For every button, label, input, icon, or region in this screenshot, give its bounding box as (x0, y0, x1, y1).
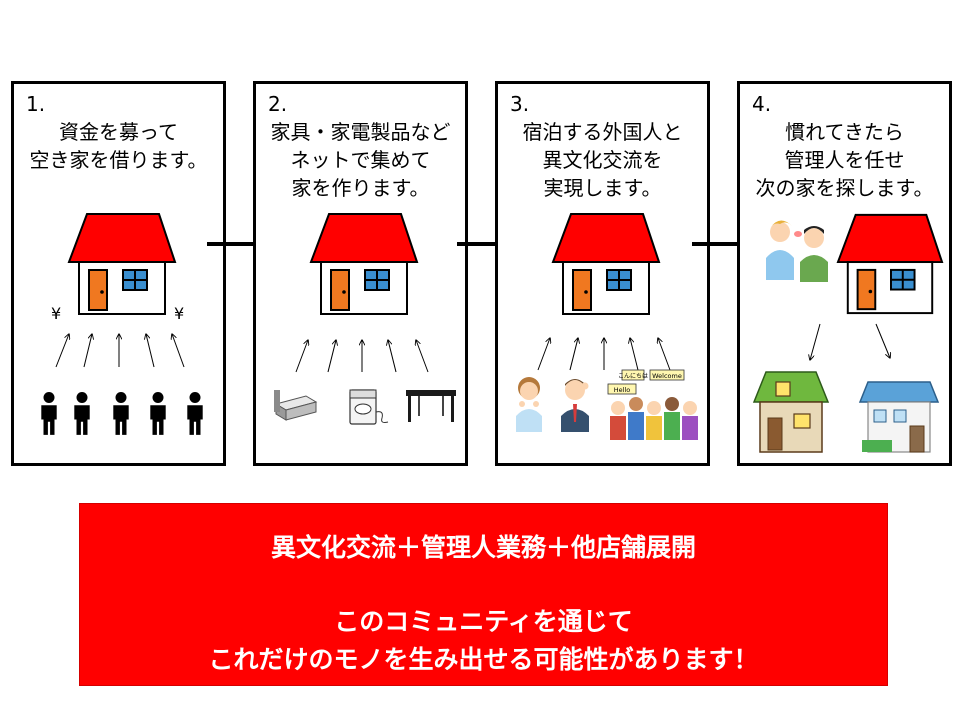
step-description: 家具・家電製品など ネットで集めて 家を作ります。 (270, 120, 451, 200)
banner-line-2: このコミュニティを通じて (334, 607, 633, 636)
guest-woman-icon (516, 377, 542, 432)
sign-label: Hello (614, 386, 630, 394)
step-2-box: 2. 家具・家電製品など ネットで集めて 家を作ります。 (253, 81, 468, 466)
house-icon (551, 212, 661, 317)
next-house-green-icon (752, 371, 830, 453)
bed-icon (274, 390, 318, 421)
foreign-guests-icon: こんにちは Welcome Hello (607, 369, 698, 440)
gathering-arrows (295, 320, 429, 373)
step-3-box: 3. 宿泊する外国人と 異文化交流を 実現します。 こんにちは Welcome … (495, 81, 710, 466)
step-1-box: 1. 資金を募って 空き家を借ります。 ¥ ¥ (11, 81, 226, 466)
banner-headline: 異文化交流＋管理人業務＋他店舗展開 (270, 533, 696, 562)
step-number: 2. (268, 92, 288, 116)
summary-banner: 異文化交流＋管理人業務＋他店舗展開 このコミュニティを通じて これだけのモノを生… (79, 503, 888, 686)
person-icon (71, 392, 93, 436)
step-description: 資金を募って 空き家を借ります。 (29, 120, 208, 172)
sign-label: こんにちは (618, 373, 648, 380)
house-icon (836, 212, 944, 317)
step-description: 慣れてきたら 管理人を任せ 次の家を探します。 (755, 120, 934, 200)
person-icon (110, 392, 132, 436)
step-description: 宿泊する外国人と 異文化交流を 実現します。 (522, 120, 683, 200)
expansion-arrows (790, 323, 910, 368)
washing-machine-icon (349, 389, 389, 425)
house-icon (309, 212, 419, 317)
funding-arrows (55, 312, 185, 368)
conversation-icon (766, 220, 828, 282)
guest-arrows (537, 320, 671, 371)
house-icon (67, 212, 177, 317)
person-icon (184, 392, 206, 436)
guest-man-icon (561, 379, 589, 432)
banner-line-3: これだけのモノを生み出せる可能性があります！ (208, 645, 759, 674)
next-house-blue-icon (858, 381, 940, 453)
yen-symbol-left: ¥ (51, 304, 62, 323)
step-number: 1. (26, 92, 46, 116)
person-icon (147, 392, 169, 436)
step-number: 4. (752, 92, 772, 116)
sign-label: Welcome (652, 372, 682, 380)
person-icon (38, 392, 60, 436)
step-number: 3. (510, 92, 530, 116)
table-icon (406, 390, 456, 422)
yen-symbol-right: ¥ (174, 304, 185, 323)
step-4-box: 4. 慣れてきたら 管理人を任せ 次の家を探します。 (737, 81, 952, 466)
